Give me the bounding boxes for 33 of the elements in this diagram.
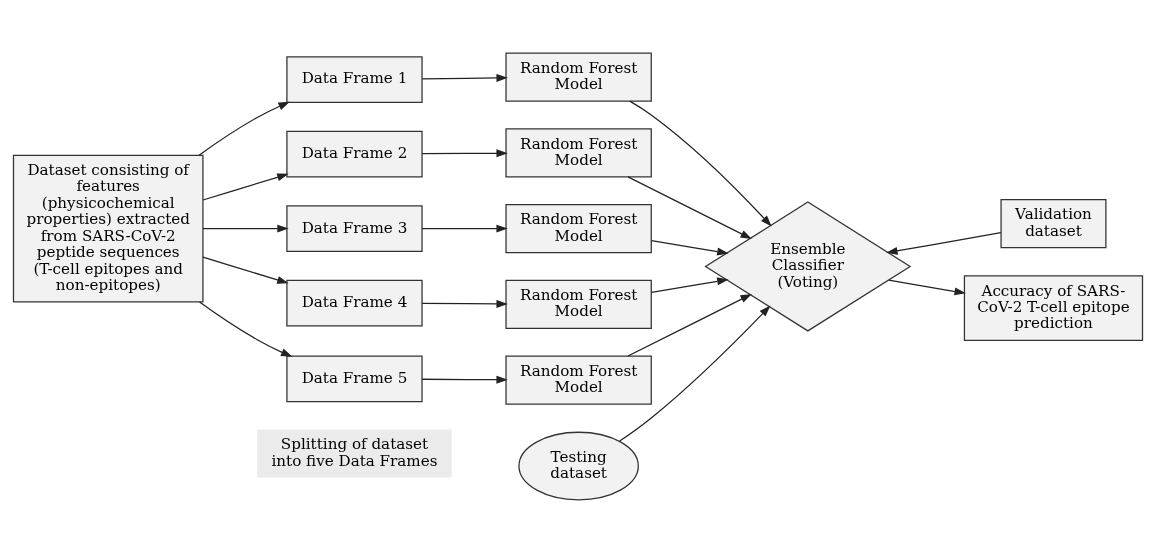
node-diamond: Ensemble Classifier (Voting) — [704, 201, 912, 332]
arrow — [202, 256, 289, 284]
arrow — [619, 305, 771, 442]
arrow — [627, 176, 752, 240]
node-box: Data Frame 2 — [286, 130, 423, 178]
arrow — [202, 224, 289, 233]
arrow — [421, 224, 508, 233]
node-box: Data Frame 1 — [286, 56, 423, 103]
arrow — [421, 73, 508, 82]
node-ellipse: Testing dataset — [518, 431, 639, 501]
node-box: Data Frame 5 — [286, 355, 423, 403]
node-box: Data Frame 4 — [286, 279, 423, 327]
arrow — [651, 277, 729, 293]
node-box: Accuracy of SARS-CoV-2 T-cell epitope prediction — [963, 275, 1144, 341]
arrow — [421, 375, 508, 384]
node-box: Validation dataset — [1000, 198, 1107, 249]
node-box: Random Forest Model — [505, 203, 652, 254]
node-box: Dataset consisting of features (physicochemical properties) extracted from SARS-CoV-2 peptide sequences (T-cell epitopes and non-epitopes) — [12, 154, 204, 303]
node-box: Random Forest Model — [505, 128, 652, 178]
node-box: Random Forest Model — [505, 279, 652, 329]
node-box: Data Frame 3 — [286, 205, 423, 252]
arrow — [886, 232, 1002, 255]
arrow — [629, 100, 772, 227]
node-box: Random Forest Model — [505, 355, 652, 405]
arrow — [198, 301, 293, 357]
arrow — [198, 101, 290, 156]
arrow — [202, 173, 289, 201]
arrow — [651, 239, 729, 256]
arrow — [421, 149, 508, 158]
node-box: Random Forest Model — [505, 52, 652, 102]
arrow — [627, 293, 752, 357]
arrow — [888, 279, 966, 296]
arrow — [421, 299, 508, 308]
